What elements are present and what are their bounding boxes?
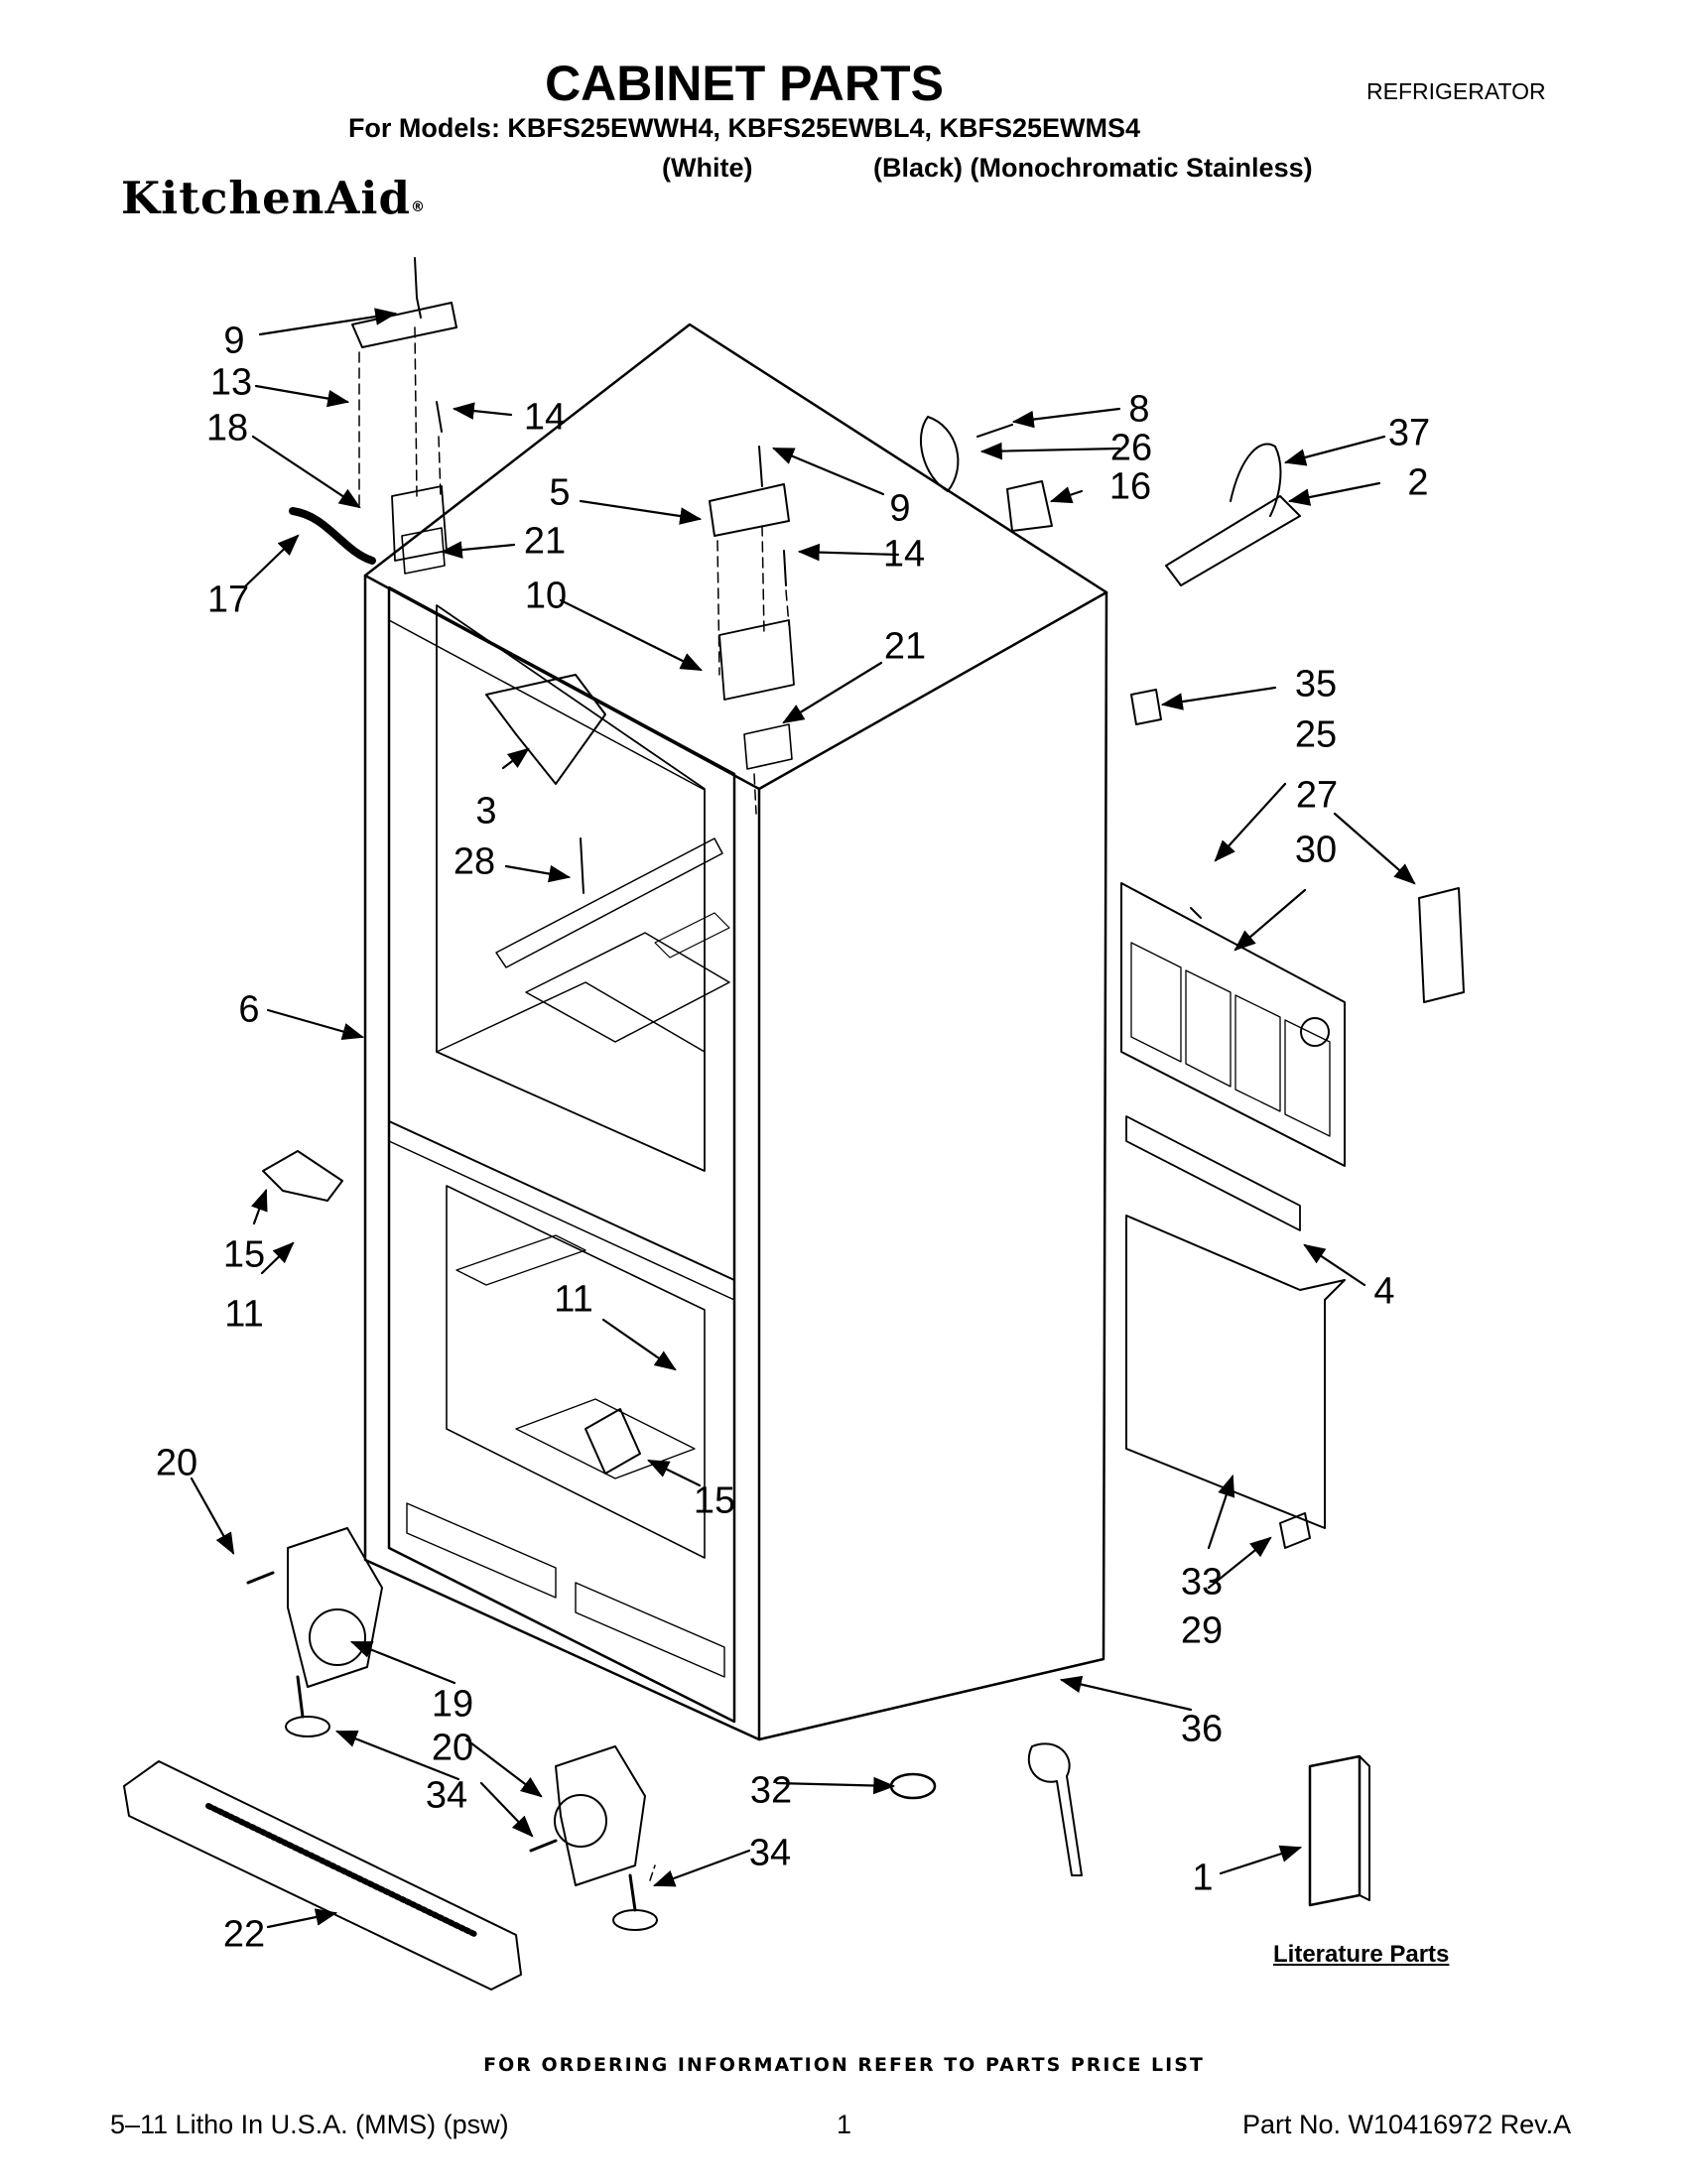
callout-34-lower: 34 [748,1832,792,1874]
callout-19: 19 [431,1683,474,1726]
page-title: CABINET PARTS [545,56,944,111]
callout-29: 29 [1180,1609,1224,1652]
callout-32: 32 [749,1769,793,1812]
category-label: REFRIGERATOR [1366,78,1546,104]
callout-25: 25 [1294,713,1338,756]
callout-27: 27 [1295,774,1339,817]
callout-26: 26 [1109,427,1153,469]
literature-parts-label: Literature Parts [1273,1941,1450,1968]
callout-33: 33 [1180,1561,1224,1604]
callout-20: 20 [155,1442,198,1484]
cabinet-shell [363,322,1108,1741]
litho-info: 5–11 Litho In U.S.A. (MMS) (psw) [110,2110,509,2139]
callout-14-center: 14 [882,533,926,576]
callout-2: 2 [1407,461,1429,504]
callout-11: 11 [224,1293,264,1336]
callout-6: 6 [238,988,260,1031]
part-number: Part No. W10416972 Rev.A [1242,2110,1572,2139]
callout-30: 30 [1294,829,1338,871]
callout-21: 21 [523,520,567,563]
callout-8: 8 [1128,388,1150,431]
variant-black-stainless: (Black) (Monochromatic Stainless) [873,153,1313,183]
ordering-note: FOR ORDERING INFORMATION REFER TO PARTS … [483,2054,1205,2076]
callout-18: 18 [205,407,249,450]
callout-10: 10 [524,575,568,617]
callout-13: 13 [209,361,253,404]
callout-14: 14 [523,396,567,439]
callout-11-freezer: 11 [554,1278,593,1321]
callout-15-freezer: 15 [693,1479,736,1522]
callout-36: 36 [1180,1708,1224,1750]
callout-15: 15 [222,1233,266,1276]
models-line: For Models: KBFS25EWWH4, KBFS25EWBL4, KB… [347,113,1141,143]
callout-1: 1 [1192,1857,1214,1899]
callout-9-center: 9 [889,487,911,530]
callout-22: 22 [222,1913,266,1956]
rear-panel [1120,882,1346,1167]
base-grille [123,1760,522,1991]
callout-3: 3 [475,790,497,833]
callout-28: 28 [453,840,496,883]
callout-35: 35 [1294,663,1338,706]
variant-white: (White) [662,153,753,183]
callout-17: 17 [206,578,250,621]
callout-34: 34 [425,1774,468,1817]
callout-4: 4 [1373,1270,1395,1313]
callout-37: 37 [1387,412,1431,454]
callout-9: 9 [223,320,245,362]
callout-21-center: 21 [883,625,927,668]
callout-20-lower: 20 [431,1727,474,1769]
brand-logo: KitchenAid® [121,172,426,224]
callout-5: 5 [549,471,571,514]
callout-16: 16 [1108,465,1152,508]
page-number: 1 [837,2110,852,2139]
